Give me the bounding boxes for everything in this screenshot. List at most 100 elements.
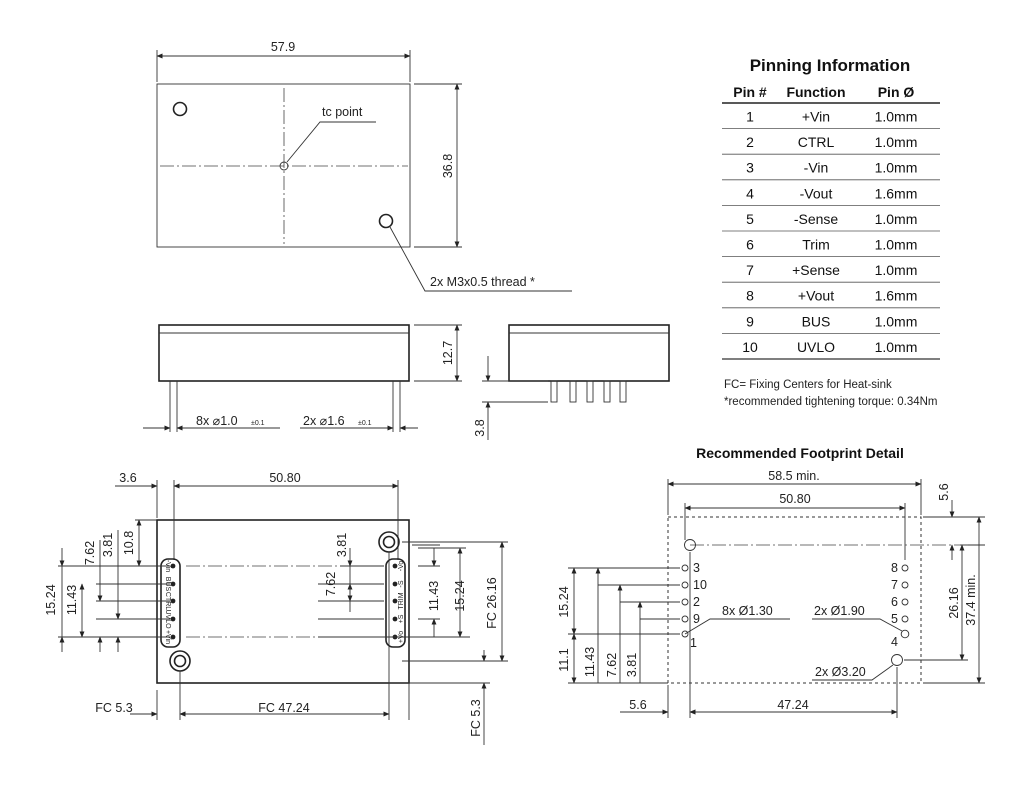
fp-bottom-width-label: 47.24: [777, 698, 808, 712]
table-cell: 5: [746, 211, 754, 227]
fp-pin-number: 10: [693, 578, 707, 592]
dim-label: 3.81: [101, 533, 115, 557]
table-cell: 6: [746, 237, 754, 253]
table-cell: 1.0mm: [875, 134, 918, 150]
fp-pin-number: 4: [891, 635, 898, 649]
fixing-hole-icon: [378, 531, 400, 553]
dim-label: 7.62: [324, 572, 338, 596]
table-cell: 1.0mm: [875, 237, 918, 253]
fp-pin-number: 7: [891, 578, 898, 592]
pin: [619, 380, 627, 403]
footprint-detail: Recommended Footprint Detail 58.5 min. 5…: [557, 445, 985, 718]
module-body-side: [158, 324, 410, 382]
table-cell: 1.6mm: [875, 288, 918, 304]
table-row: 3 -Vin 1.0mm: [722, 160, 940, 181]
right-pin-strip: [385, 558, 406, 648]
dim-label: 11.1: [557, 648, 571, 671]
dim-label: 15.24: [44, 584, 58, 615]
table-cell: CTRL: [798, 134, 835, 150]
pin: [586, 380, 594, 403]
dim-label: 11.43: [427, 581, 441, 611]
dim-label: 11.43: [583, 647, 597, 677]
footprint-outline: [667, 516, 922, 684]
table-cell: +Vin: [802, 109, 830, 125]
pin: [550, 380, 558, 403]
fp-top-offset-label: 5.6: [937, 483, 951, 500]
pin-b-tol: ±0.1: [358, 420, 372, 427]
fp-pin-number: 6: [891, 595, 898, 609]
table-header: Function: [786, 84, 845, 100]
table-cell: 9: [746, 313, 754, 329]
table-cell: 10: [742, 339, 758, 355]
table-row: 9 BUS 1.0mm: [722, 313, 940, 334]
dim-label: 10.8: [122, 531, 136, 555]
left-pin-dots: [170, 563, 176, 640]
bottom-view: 3.6 50.80 -Vin BUS CTRL UVLO +Vin -Vo: [44, 471, 508, 745]
right-pin-dots: [392, 563, 398, 640]
fp-width-min-label: 58.5 min.: [768, 469, 819, 483]
dim-label: 3.81: [335, 533, 349, 557]
tc-leader: [286, 121, 376, 163]
tc-point-label: tc point: [322, 105, 363, 119]
table-cell: 3: [746, 160, 754, 176]
table-header: Pin #: [733, 84, 767, 100]
bottom-left-dims: 15.24 11.43 7.62 3.81 10.8: [44, 519, 170, 652]
pin-text: -S: [398, 580, 405, 587]
fp-height-label: 26.16: [947, 587, 961, 618]
side-height-label: 12.7: [441, 341, 455, 365]
dim-label: 15.24: [453, 580, 467, 611]
end-view-pins: [550, 380, 627, 403]
table-cell: BUS: [802, 313, 831, 329]
fp-pin-number: 9: [693, 612, 700, 626]
mount-hole-icon: [172, 101, 188, 117]
table-cell: +Vout: [798, 288, 834, 304]
pin-text: +S: [398, 614, 405, 623]
table-cell: 1.0mm: [875, 313, 918, 329]
fixing-hole-icon: [169, 650, 191, 672]
dim-label: 7.62: [605, 653, 619, 677]
table-cell: 1: [746, 109, 754, 125]
pin: [569, 380, 577, 403]
fixing-hole-icon: [891, 654, 903, 666]
fp-bottom-left-label: 5.6: [629, 698, 646, 712]
table-note: FC= Fixing Centers for Heat-sink: [724, 379, 892, 391]
fp-pin-number: 3: [693, 561, 700, 575]
left-pin-texts: -Vin BUS CTRL UVLO +Vin: [164, 560, 171, 644]
fp-pin-number: 1: [690, 636, 697, 650]
height-label: 36.8: [441, 154, 455, 178]
table-cell: 1.0mm: [875, 109, 918, 125]
dim-label: 7.62: [83, 541, 97, 565]
pin-text: -Vo: [398, 561, 405, 572]
table-cell: +Sense: [792, 262, 840, 278]
fc-height-label: FC 26.16: [485, 577, 499, 628]
fp-pin-number: 2: [693, 595, 700, 609]
dim-label: 11.43: [65, 585, 79, 615]
table-cell: -Vout: [800, 185, 833, 201]
table-cell: -Vin: [804, 160, 829, 176]
dim-label: 3.81: [625, 653, 639, 677]
side-view: 8x ⌀1.0 ±0.1 2x ⌀1.6 ±0.1 12.7 3.8: [143, 324, 670, 440]
table-row: 1 +Vin 1.0mm: [722, 109, 940, 130]
pinning-table: Pinning Information Pin # Function Pin Ø…: [722, 56, 940, 408]
table-cell: 1.0mm: [875, 160, 918, 176]
fixing-hole-icon: [684, 539, 696, 551]
table-cell: 4: [746, 185, 754, 201]
table-row: 4 -Vout 1.6mm: [722, 185, 940, 206]
top-view: 57.9 36.8 tc point 2x M3x0.5 thread *: [156, 40, 572, 292]
table-header: Pin Ø: [878, 84, 915, 100]
table-cell: -Sense: [794, 211, 839, 227]
pin-length-label: 3.8: [473, 419, 487, 436]
tc-point-icon: [279, 161, 289, 171]
thread-leader: [389, 226, 572, 292]
fp-width-label: 50.80: [779, 492, 810, 506]
table-cell: 1.6mm: [875, 185, 918, 201]
pin: [603, 380, 611, 403]
thread-label: 2x M3x0.5 thread *: [430, 275, 535, 289]
dim-label: 15.24: [557, 586, 571, 617]
fp-left-dims: 15.24 11.1 11.43 7.62 3.81: [557, 567, 680, 684]
fp-hole-label: 2x Ø3.20: [815, 665, 866, 679]
